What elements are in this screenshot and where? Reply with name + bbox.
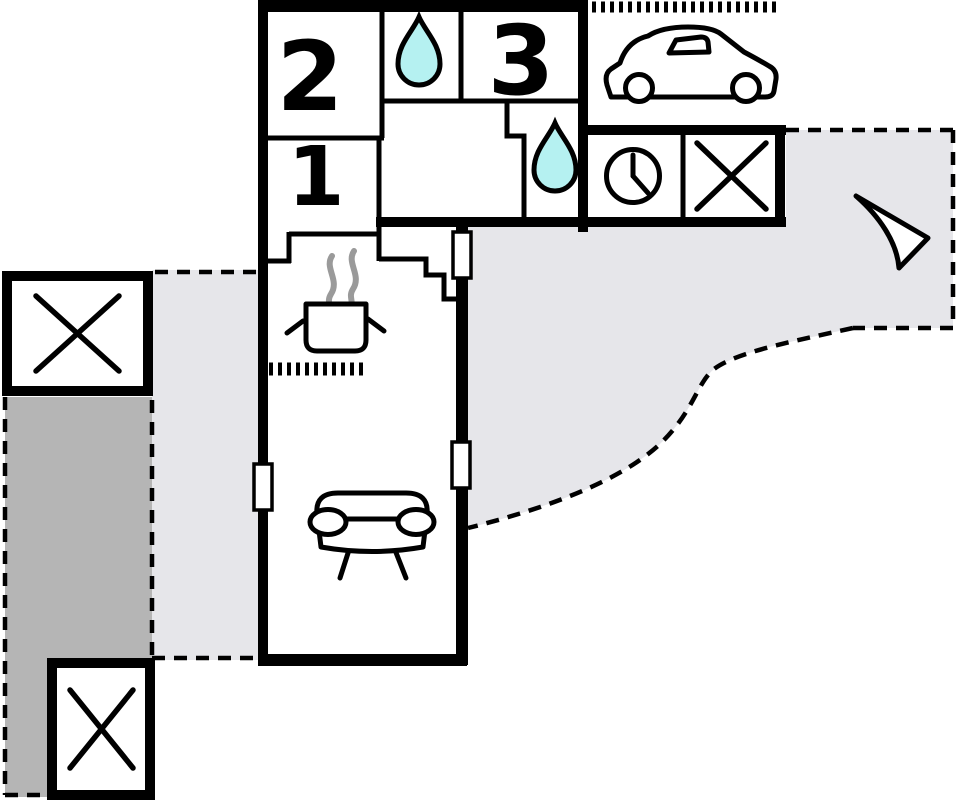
car-wheel-rear: [730, 72, 762, 104]
sofa-body: [314, 490, 430, 554]
pot-handle-left: [284, 318, 306, 336]
wall-bathroom-lower-left-step: [504, 101, 527, 220]
car-icon: [603, 24, 779, 104]
bedroom-3-label: 3: [488, 5, 555, 117]
bedroom-2-label: 2: [277, 21, 344, 133]
water-drop-icon: [395, 10, 443, 88]
outdoor-areas: [5, 130, 953, 797]
crossed-box-icon: [67, 687, 136, 771]
sofa-armrest-left: [307, 507, 349, 537]
sofa-leg-left: [337, 547, 352, 581]
boundary-dashes: [2, 127, 956, 798]
door-marker: [252, 462, 274, 512]
pot-body: [303, 301, 369, 354]
door-markers: [252, 230, 473, 512]
clock-icon: [604, 147, 662, 205]
pot-handle-right: [365, 316, 387, 334]
car-wheel-front: [623, 72, 655, 104]
crossed-box-icon: [33, 293, 122, 374]
bathroom-icons: [395, 10, 579, 194]
terrace-left-strip: [152, 270, 258, 660]
bedroom-1-label: 1: [287, 130, 344, 225]
terrace-right-area: [468, 130, 953, 528]
water-drop-icon: [531, 116, 579, 194]
wall-entry-zigzag: [379, 256, 461, 302]
sofa-armrest-right: [395, 507, 437, 537]
door-marker: [450, 440, 472, 490]
car-window: [666, 34, 712, 56]
sofa-leg-right: [392, 547, 409, 581]
sofa-icon: [307, 490, 437, 581]
cooking-pot-icon: [284, 248, 387, 354]
north-arrow-icon: [853, 193, 931, 271]
storage-boxes: [2, 140, 769, 800]
clock-hour-hand: [630, 173, 651, 196]
room-labels: 2 1 3: [277, 5, 555, 225]
crossed-box-icon: [694, 140, 769, 212]
door-marker: [451, 230, 473, 280]
